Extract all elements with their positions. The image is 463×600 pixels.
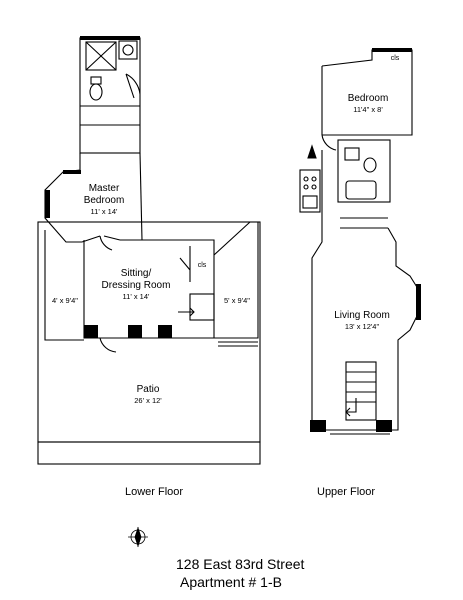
lower-closet-label: cls [198,262,207,269]
lower-bathroom [79,37,141,154]
lower-stair [189,293,215,321]
compass-icon [128,526,148,548]
lower-sink-icon [122,44,134,56]
upper-stair [345,361,377,421]
upper-floor-caption: Upper Floor [317,486,376,498]
upper-closet-label: cls [391,55,400,62]
living-room-walls [311,150,421,431]
west-area-dims: 4' x 9'4" [52,296,78,305]
upper-bathroom [337,139,391,203]
patio-dims: 26' x 12' [134,396,162,405]
patio-label: Patio [137,384,160,395]
bathtub-icon [345,180,377,200]
living-room-dims: 13' x 12'4" [345,322,380,331]
upper-bedroom-dims: 11'4" x 8' [353,105,383,114]
upper-bedroom-label: Bedroom [348,93,389,104]
living-room-label: Living Room [334,310,390,321]
upper-floor-plan [299,48,421,435]
sitting-room-dims: 11' x 14' [123,292,150,301]
east-area-dims: 5' x 9'4" [224,296,250,305]
patio-outline [37,221,261,443]
lower-toilet-icon [89,83,103,101]
shower-stall [85,41,117,71]
lower-floor-caption: Lower Floor [125,486,184,498]
lower-floor-plan [37,36,261,465]
master-bedroom-walls [44,153,82,243]
master-bedroom-label-1: Master [89,183,120,194]
upper-toilet-icon [363,157,377,173]
room-labels: Master Bedroom 11' x 14' Sitting/ Dressi… [52,55,400,405]
sitting-room-label-2: Dressing Room [102,280,171,291]
address-line-1: 128 East 83rd Street [176,556,305,572]
kitchen-counter [299,169,321,213]
patio-ledge [37,441,261,465]
address-line-2: Apartment # 1-B [180,574,282,590]
master-bedroom-dims: 11' x 14' [91,207,118,216]
sitting-room-label-1: Sitting/ [121,268,152,279]
master-bedroom-label-2: Bedroom [84,195,125,206]
